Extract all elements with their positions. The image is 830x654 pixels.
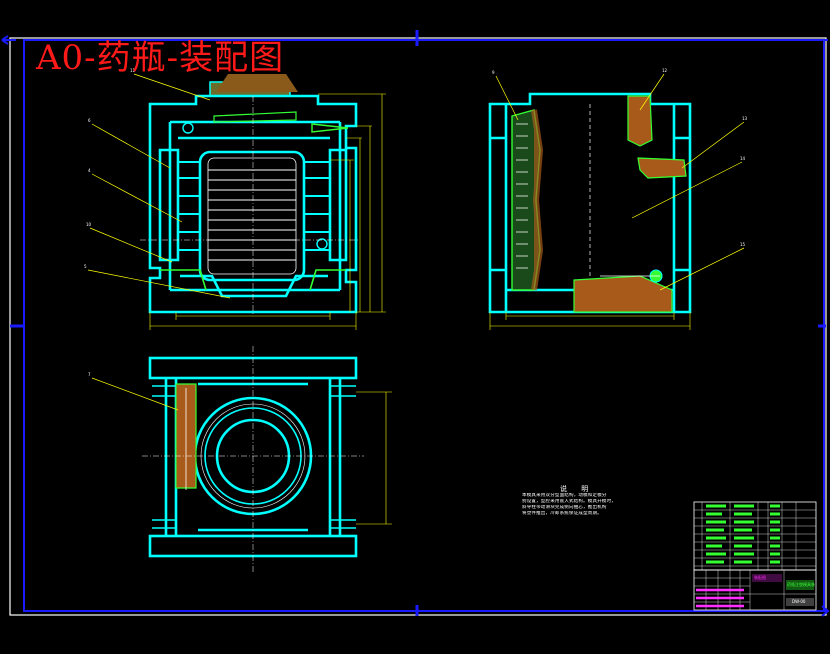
svg-text:13: 13 (742, 116, 748, 121)
sheet-border (1, 30, 830, 617)
svg-text:10: 10 (86, 222, 92, 227)
notes-line: 将塑件推出，冷却系统保证成型周期。 (522, 511, 602, 516)
notes-line: 本模具采用双分型面结构，动模和定模分 (522, 493, 607, 498)
svg-text:5: 5 (84, 264, 87, 269)
drawing-title: A0-药瓶-装配图 (36, 38, 285, 78)
svg-text:6: 6 (88, 118, 91, 123)
svg-text:11: 11 (130, 68, 136, 73)
top-view-dimensions (356, 391, 392, 525)
svg-text:9: 9 (492, 70, 495, 75)
svg-text:4: 4 (88, 168, 91, 173)
svg-text:7: 7 (88, 372, 91, 377)
notes-body: 本模具采用双分型面结构，动模和定模分 别设置，型腔采用嵌入式结构。模具开模时， … (522, 493, 634, 517)
title-block-drawing-number: DW-00 (792, 599, 806, 604)
title-block (693, 501, 817, 611)
title-block-school: 装配图 (754, 575, 766, 580)
notes-line: 斜导柱带动滑块完成侧向抽芯，推出机构 (522, 505, 607, 510)
title-block-drawing-name: 药瓶注塑模具装配图 (787, 582, 815, 587)
top-view (142, 346, 364, 572)
front-view-dimensions (149, 93, 386, 330)
front-view (140, 74, 360, 316)
side-view-dimensions (489, 312, 691, 330)
notes-line: 别设置，型腔采用嵌入式结构。模具开模时， (522, 499, 616, 504)
svg-text:14: 14 (740, 156, 746, 161)
leader-lines (87, 73, 745, 411)
svg-text:12: 12 (662, 68, 668, 73)
side-view (488, 92, 692, 314)
leader-balloon-labels: 11 6 4 10 5 7 9 12 13 14 15 (84, 68, 748, 377)
svg-text:15: 15 (740, 242, 746, 247)
notes-heading: 说 明 (560, 485, 595, 493)
